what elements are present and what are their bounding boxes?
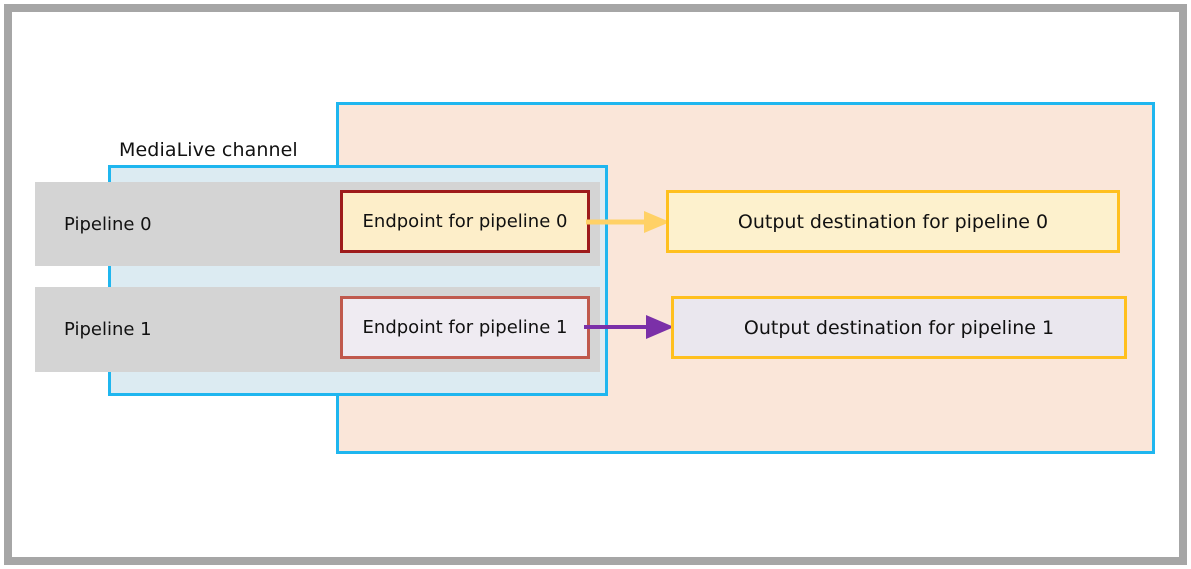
pipeline-0-label: Pipeline 0 (64, 213, 152, 235)
endpoint-1-label: Endpoint for pipeline 1 (362, 317, 568, 338)
arrow-pipeline-0 (586, 211, 670, 233)
arrow-pipeline-1 (584, 315, 674, 339)
endpoint-box-pipeline-0: Endpoint for pipeline 0 (340, 190, 590, 253)
output-destination-1-label: Output destination for pipeline 1 (743, 316, 1055, 339)
endpoint-box-pipeline-1: Endpoint for pipeline 1 (340, 296, 590, 359)
endpoint-0-label: Endpoint for pipeline 0 (362, 211, 568, 232)
pipeline-1-label: Pipeline 1 (64, 319, 152, 340)
output-destination-box-pipeline-1: Output destination for pipeline 1 (671, 296, 1127, 359)
output-destination-0-label: Output destination for pipeline 0 (737, 210, 1049, 233)
medialive-channel-label: MediaLive channel (119, 139, 298, 161)
output-destination-box-pipeline-0: Output destination for pipeline 0 (666, 190, 1120, 253)
